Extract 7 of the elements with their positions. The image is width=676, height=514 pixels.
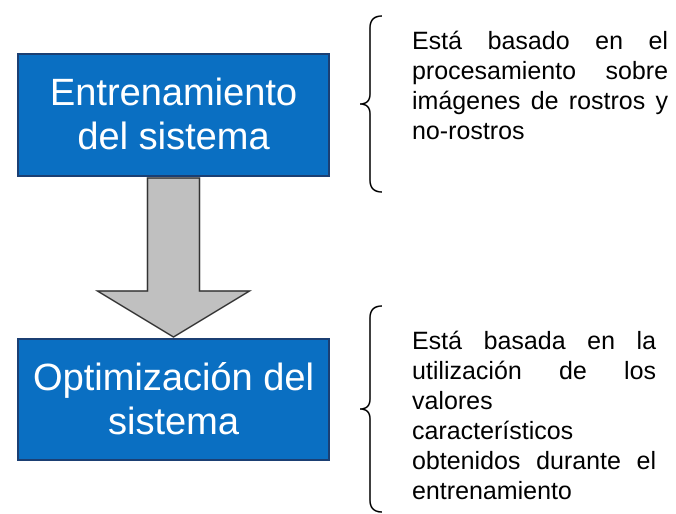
box-title: Entrenamiento del sistema bbox=[48, 71, 298, 159]
description-text: Está basada en la utilización de los valores característicos obtenidos durante el entrenamiento bbox=[412, 326, 656, 506]
description-text: Está basado en el procesamiento sobre imágenes de rostros y no-rostros bbox=[412, 26, 668, 146]
process-box bbox=[17, 53, 330, 177]
box-title: Optimización del sistema bbox=[32, 356, 315, 444]
block-arrow bbox=[94, 177, 252, 338]
process-box bbox=[17, 338, 330, 461]
